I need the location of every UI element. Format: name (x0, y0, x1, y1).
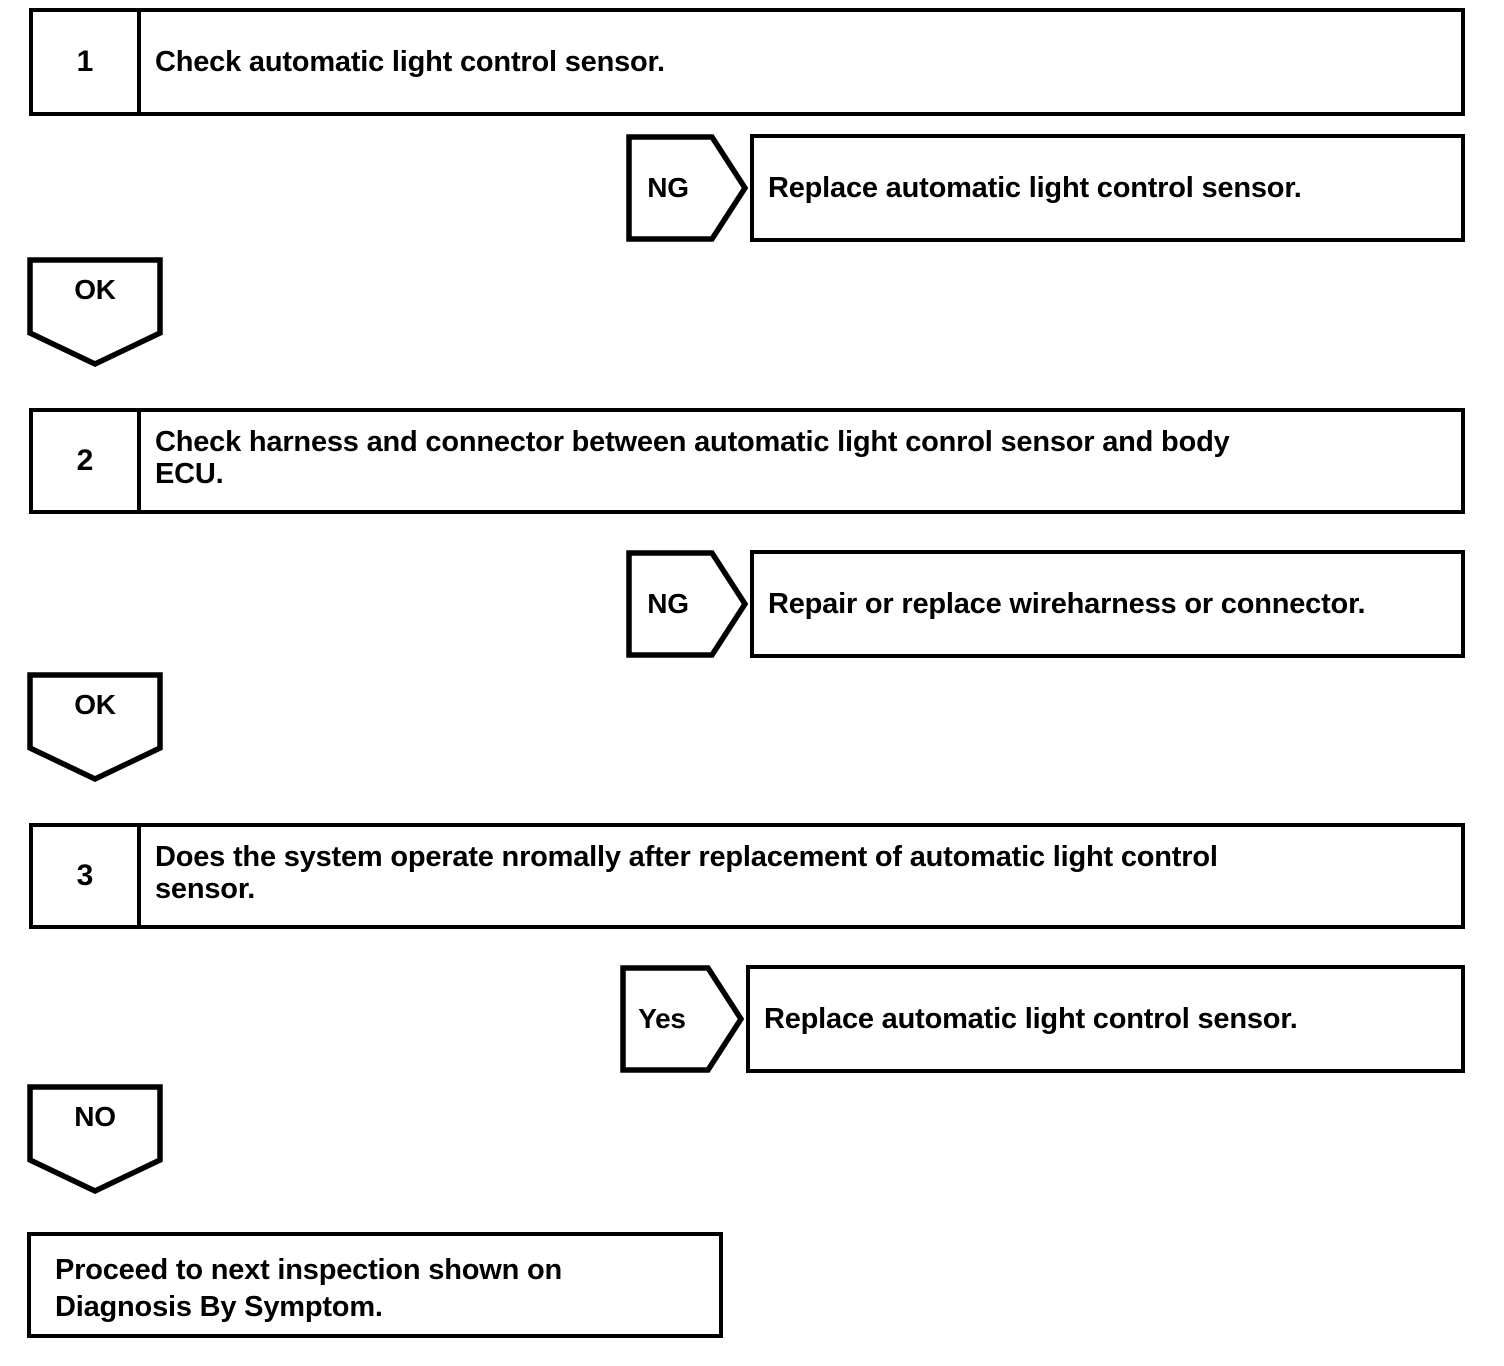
step-number-3: 3 (33, 827, 141, 925)
step-text-2-line1: Check harness and connector between auto… (155, 426, 1230, 458)
result-box-2: Repair or replace wireharness or connect… (750, 550, 1465, 658)
branch-ng-2: NG (626, 550, 748, 658)
branch-ng-1: NG (626, 134, 748, 242)
branch-label-ng-1: NG (647, 172, 689, 203)
result-box-1: Replace automatic light control sensor. (750, 134, 1465, 242)
step-text-3-line2: sensor. (155, 873, 256, 906)
branch-arrow-right-icon (626, 550, 748, 658)
step-text-3-line1: Does the system operate nromally after r… (155, 841, 1218, 873)
result-text-1: Replace automatic light control sensor. (768, 171, 1302, 204)
branch-label-ok-2: OK (74, 689, 116, 720)
final-text-line1: Proceed to next inspection shown on (55, 1254, 562, 1286)
result-text-2: Repair or replace wireharness or connect… (768, 587, 1366, 620)
step-text-2: Check harness and connector between auto… (141, 412, 1461, 510)
branch-arrow-right-icon (626, 134, 748, 242)
step-box-2: 2 Check harness and connector between au… (29, 408, 1465, 514)
step-text-2-line2: ECU. (155, 458, 224, 491)
branch-no-3: NO (27, 1084, 163, 1194)
step-number-2: 2 (33, 412, 141, 510)
branch-arrow-down-icon (27, 257, 163, 367)
branch-arrow-down-icon (27, 1084, 163, 1194)
branch-label-ok-1: OK (74, 274, 116, 305)
result-box-3: Replace automatic light control sensor. (746, 965, 1465, 1073)
step-text-1: Check automatic light control sensor. (155, 45, 665, 78)
branch-arrow-down-icon (27, 672, 163, 782)
branch-label-no-3: NO (74, 1101, 116, 1132)
branch-arrow-right-icon (620, 965, 744, 1073)
branch-ok-1: OK (27, 257, 163, 367)
step-number-1: 1 (33, 12, 141, 112)
final-text-line2: Diagnosis By Symptom. (55, 1291, 383, 1324)
step-box-3: 3 Does the system operate nromally after… (29, 823, 1465, 929)
result-text-3: Replace automatic light control sensor. (764, 1002, 1298, 1035)
branch-label-yes-3: Yes (638, 1003, 686, 1034)
branch-ok-2: OK (27, 672, 163, 782)
step-text-3: Does the system operate nromally after r… (141, 827, 1461, 925)
branch-yes-3: Yes (620, 965, 744, 1073)
final-box: Proceed to next inspection shown on Diag… (27, 1232, 723, 1338)
branch-label-ng-2: NG (647, 588, 689, 619)
step-box-1: 1 Check automatic light control sensor. (29, 8, 1465, 116)
